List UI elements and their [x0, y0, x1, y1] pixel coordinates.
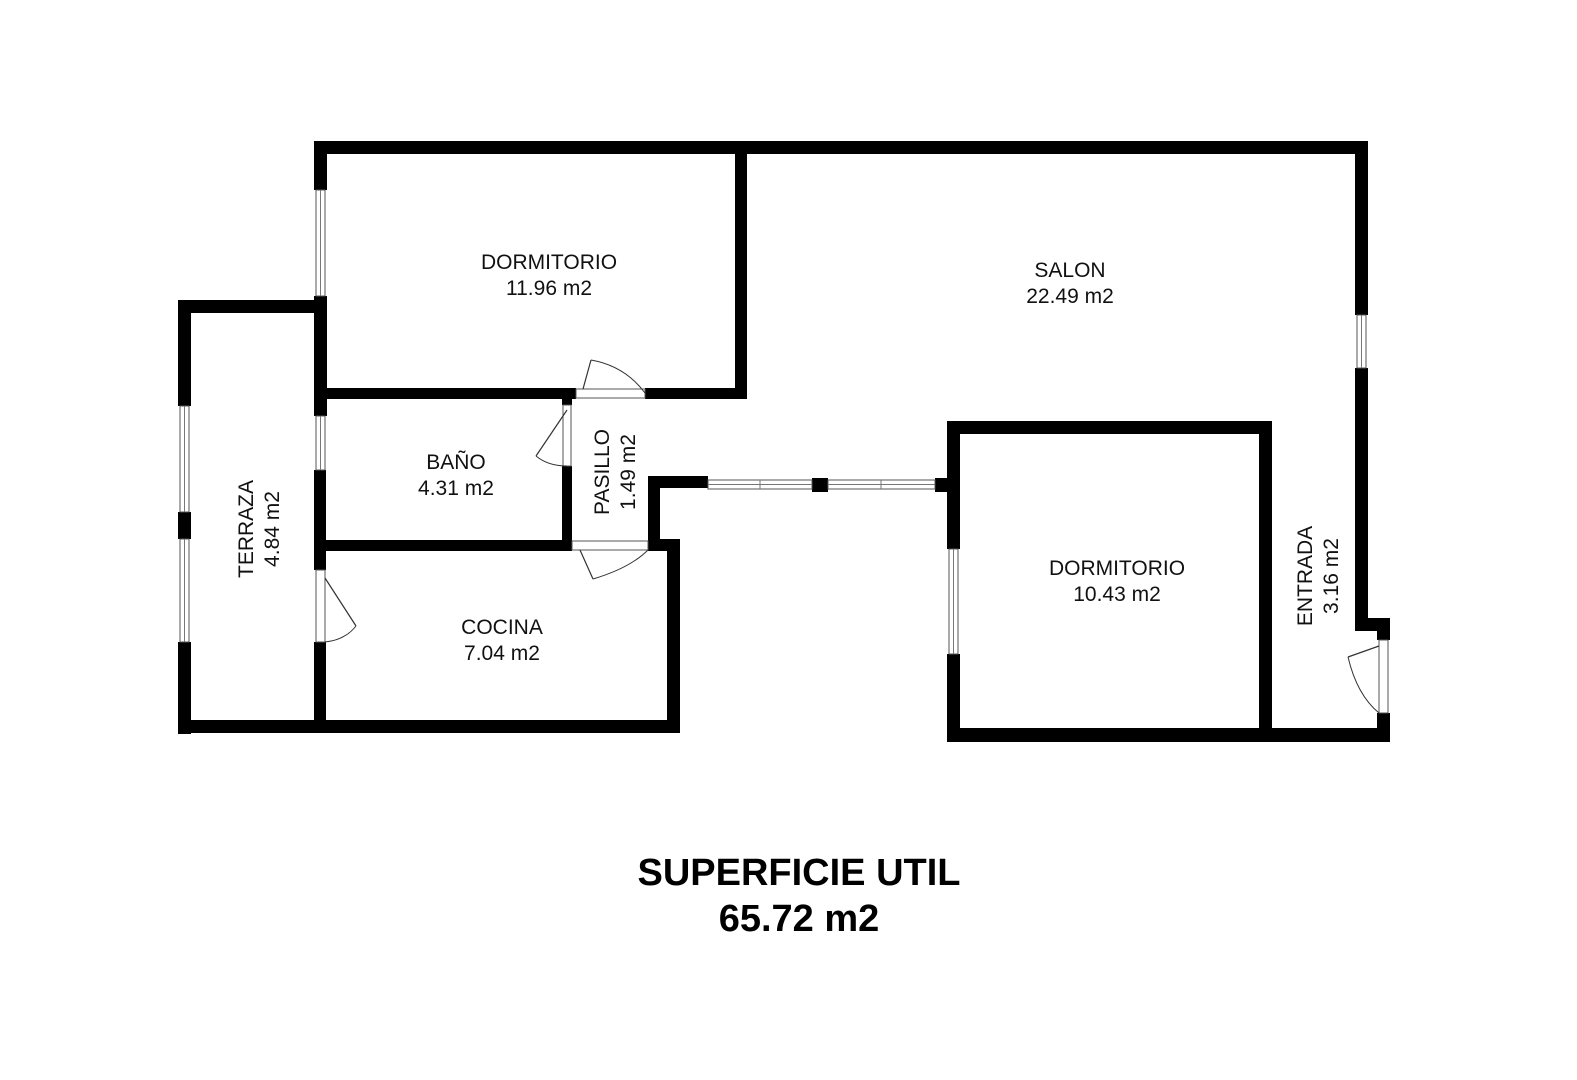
door-entrance-threshold: [1378, 639, 1389, 714]
door-cocina-threshold: [571, 540, 649, 551]
door-entrance-swing-icon: [1347, 656, 1380, 714]
room-cocina-name: COCINA: [461, 616, 543, 639]
wall-bano-right-upper: [562, 399, 572, 405]
room-bano-name: BAÑO: [426, 450, 486, 474]
room-dormitorio-1-name: DORMITORIO: [481, 251, 617, 274]
room-labels: DORMITORIO 11.96 m2 SALON 22.49 m2 BAÑO …: [235, 251, 1343, 665]
room-dormitorio-1-area: 11.96 m2: [506, 277, 592, 300]
summary-title: SUPERFICIE UTIL: [637, 852, 960, 894]
wall-window-mullion: [812, 478, 828, 492]
walls: [178, 141, 1390, 742]
wall-bano-bottom: [314, 540, 572, 551]
room-dormitorio-2-area: 10.43 m2: [1073, 583, 1161, 606]
room-pasillo-area: 1.49 m2: [617, 434, 640, 510]
wall-bano-right: [562, 466, 572, 550]
room-terraza-name: TERRAZA: [235, 480, 258, 578]
room-bano-area: 4.31 m2: [418, 477, 494, 500]
room-terraza-area: 4.84 m2: [261, 491, 284, 567]
wall-dorm2-right: [1259, 421, 1272, 742]
wall-dorm2-left-lower: [947, 654, 960, 742]
door-dorm1-swing-icon: [590, 359, 646, 394]
wall-bottom-left: [178, 720, 680, 733]
wall-terraza-left-lower: [178, 642, 191, 734]
door-terraza-threshold: [315, 569, 326, 643]
room-entrada-area: 3.16 m2: [1320, 538, 1343, 614]
summary: SUPERFICIE UTIL 65.72 m2: [637, 852, 960, 940]
wall-terraza-left-upper: [178, 300, 191, 406]
wall-dorm2-top: [947, 421, 1272, 434]
wall-terraza-top: [178, 300, 327, 313]
wall-bottom-right: [947, 728, 1390, 742]
wall-dorm1-right: [735, 141, 747, 399]
wall-pasillo-right-upper: [648, 476, 660, 551]
room-dormitorio-2-name: DORMITORIO: [1049, 557, 1185, 580]
wall-dorm1-bottom-left: [314, 388, 576, 399]
wall-terraza-left-mid: [178, 512, 191, 539]
wall-dorm1-left-lower: [314, 296, 327, 416]
wall-pasillo-top: [648, 476, 708, 488]
wall-terraza-right-b: [314, 642, 326, 733]
wall-kitchen-step: [648, 539, 680, 551]
room-cocina-area: 7.04 m2: [464, 642, 540, 665]
door-cocina-swing-icon: [592, 549, 649, 580]
door-terraza-swing-icon: [324, 625, 357, 643]
room-pasillo-name: PASILLO: [591, 429, 614, 515]
wall-right-upper: [1355, 141, 1368, 315]
wall-dorm1-left-upper: [314, 141, 327, 190]
wall-right-lower: [1355, 368, 1368, 631]
wall-kitchen-right: [667, 539, 680, 733]
wall-dorm2-left-upper: [947, 421, 960, 549]
room-entrada-name: ENTRADA: [1294, 526, 1317, 626]
wall-entrance-jamb-side: [1377, 618, 1390, 640]
door-bano-swing-icon: [535, 455, 568, 467]
summary-total-area: 65.72 m2: [719, 898, 880, 940]
room-salon-area: 22.49 m2: [1026, 285, 1114, 308]
room-salon-name: SALON: [1034, 259, 1105, 282]
door-dorm1-threshold: [575, 388, 646, 399]
doors: [315, 359, 1389, 714]
wall-terraza-right-a: [314, 470, 326, 570]
windows: [179, 189, 1367, 655]
wall-entrance-jamb-bottom: [1377, 713, 1390, 742]
wall-dorm1-bottom-right: [645, 388, 747, 399]
wall-top: [314, 141, 1368, 154]
